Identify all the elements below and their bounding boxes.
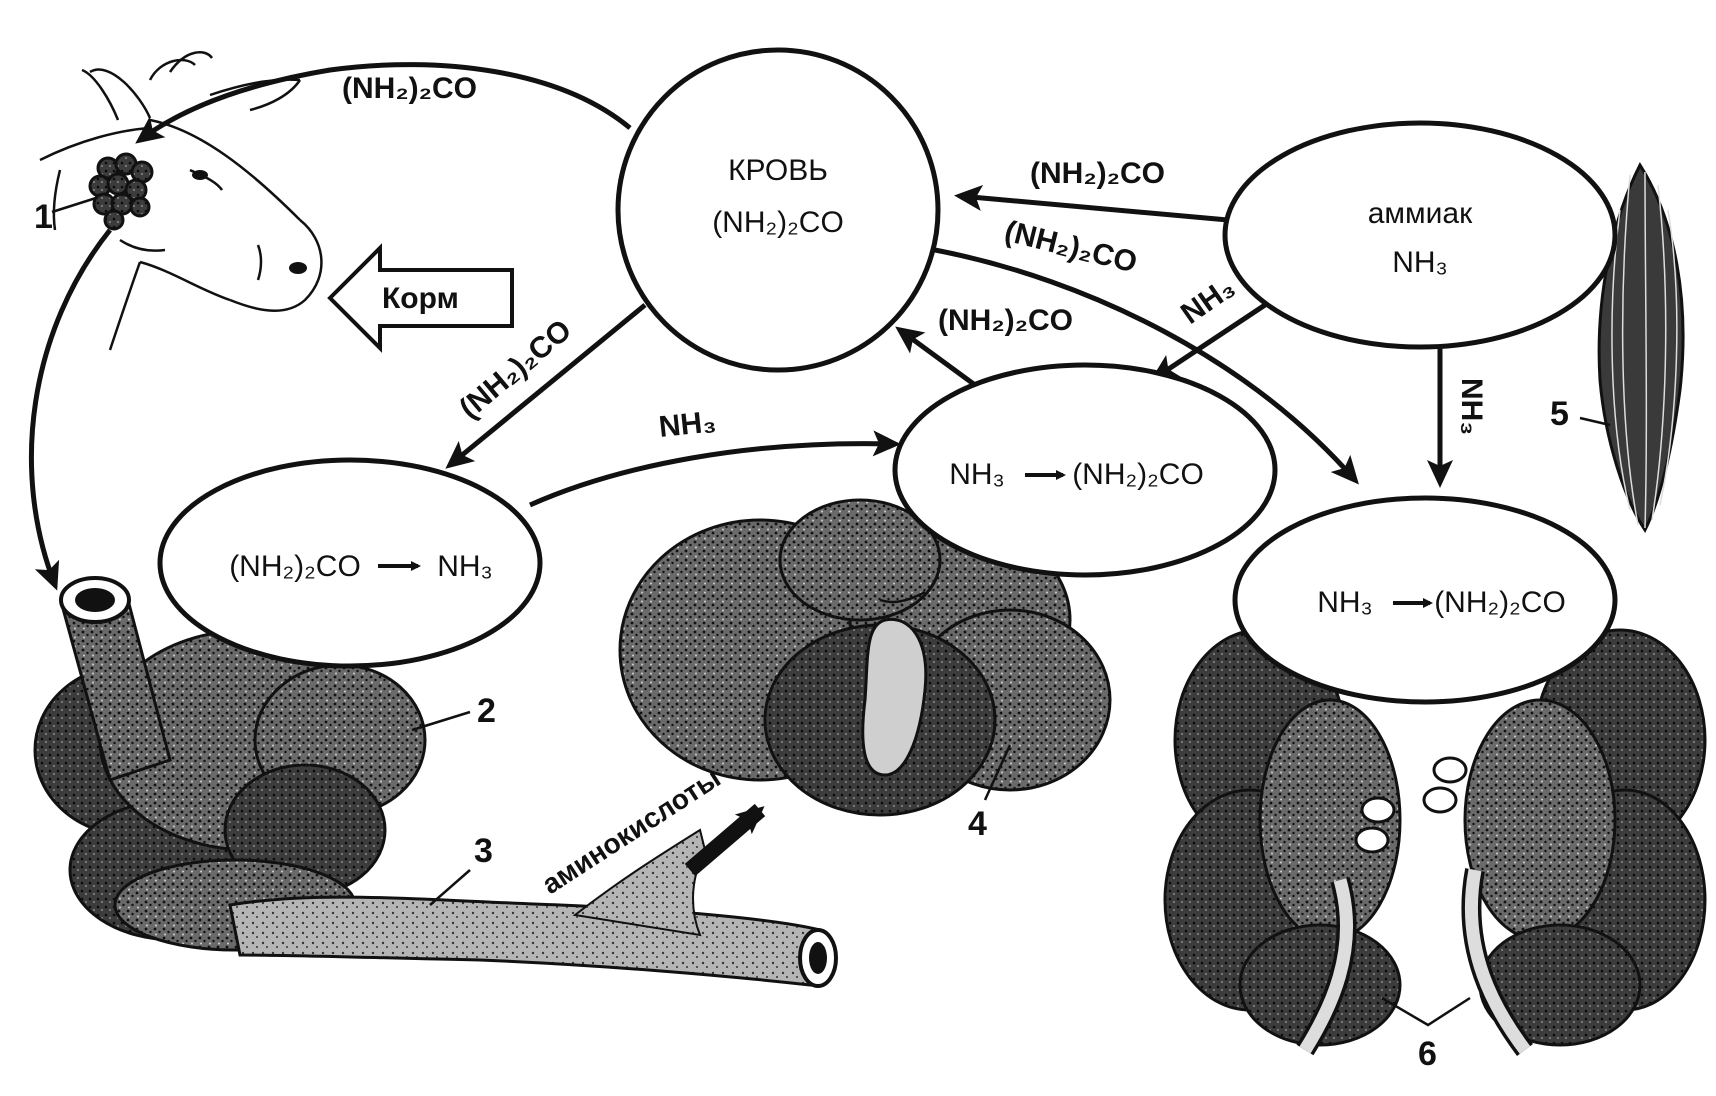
- arrow-blood-to-saliva: [135, 62, 632, 144]
- arrow-label-ammonia-to-blood: (NH₂)₂CO: [1030, 157, 1165, 190]
- leader-line-4: [983, 744, 1012, 801]
- liver-illustration: [618, 498, 1112, 817]
- arrow-label-ammonia-to-kidney: NH₃: [1455, 378, 1488, 435]
- arrow-ammonia-to-liver: [1150, 302, 1267, 382]
- node-rumen-left: (NH₂)₂CO: [229, 550, 361, 583]
- muscle-illustration: [1597, 161, 1685, 533]
- intestine-illustration: [228, 828, 838, 988]
- node-blood-formula: (NH₂)₂CO: [712, 206, 844, 239]
- node-liver-right: (NH₂)₂CO: [1072, 458, 1204, 491]
- node-blood-title: КРОВЬ: [728, 154, 828, 187]
- arrow-blood-to-kidney: [934, 247, 1359, 485]
- kidneys-illustration: [1163, 628, 1707, 1056]
- node-ammonia-formula: NH₃: [1392, 246, 1448, 279]
- node-blood: КРОВЬ (NH₂)₂CO: [615, 47, 941, 373]
- node-liver-left: NH₃: [949, 458, 1005, 491]
- feed-arrow: Корм: [327, 243, 514, 353]
- node-kidney-right: (NH₂)₂CO: [1434, 586, 1566, 619]
- label-number-2: 2: [477, 692, 496, 730]
- node-rumen: (NH₂)₂CO NH₃: [157, 457, 543, 669]
- cow-head-illustration: [39, 50, 323, 351]
- leader-line-6: [1381, 996, 1471, 1027]
- leader-line-5: [1579, 416, 1611, 427]
- leader-line-2: [411, 710, 471, 732]
- node-ammonia: аммиак NH₃: [1222, 120, 1618, 350]
- label-number-1: 1: [34, 198, 53, 236]
- arrow-ammonia-to-blood: [954, 185, 1229, 223]
- node-liver: NH₃ (NH₂)₂CO: [892, 362, 1278, 578]
- leader-line-1: [51, 196, 97, 214]
- leader-line-3: [429, 869, 471, 906]
- arrow-label-liver-to-blood: (NH₂)₂CO: [938, 304, 1073, 337]
- arrow-intestine-to-liver: [684, 803, 766, 877]
- label-number-3: 3: [474, 832, 493, 870]
- salivary-gland: [88, 152, 154, 231]
- stomach-illustration: [33, 576, 427, 952]
- node-kidney-left: NH₃: [1317, 586, 1373, 619]
- arrow-saliva-to-stomach: [28, 228, 112, 591]
- node-kidney: NH₃ (NH₂)₂CO: [1232, 495, 1618, 705]
- feed-label: Корм: [382, 282, 459, 315]
- arrow-label-rumen-to-liver: NH₃: [657, 405, 717, 444]
- label-number-6: 6: [1418, 1035, 1437, 1073]
- arrow-label-blood-to-saliva: (NH₂)₂CO: [342, 72, 477, 105]
- label-number-4: 4: [968, 805, 987, 843]
- arrow-liver-to-blood: [895, 326, 977, 388]
- arrow-blood-to-rumen: [445, 303, 647, 469]
- label-number-5: 5: [1550, 395, 1569, 433]
- node-ammonia-title: аммиак: [1368, 197, 1473, 230]
- node-rumen-right: NH₃: [437, 550, 493, 583]
- arrow-rumen-to-liver: [528, 430, 901, 508]
- arrow-label-ammonia-to-liver: NH₃: [1175, 271, 1241, 331]
